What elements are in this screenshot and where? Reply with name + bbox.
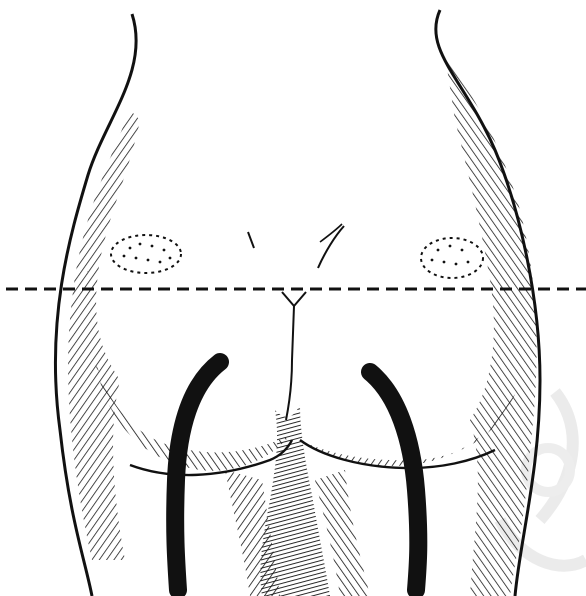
left-dimple-marking	[111, 235, 181, 273]
right-dimple-marking	[421, 238, 483, 278]
right-drain-tube	[370, 372, 418, 590]
hatching-shading	[68, 55, 536, 596]
